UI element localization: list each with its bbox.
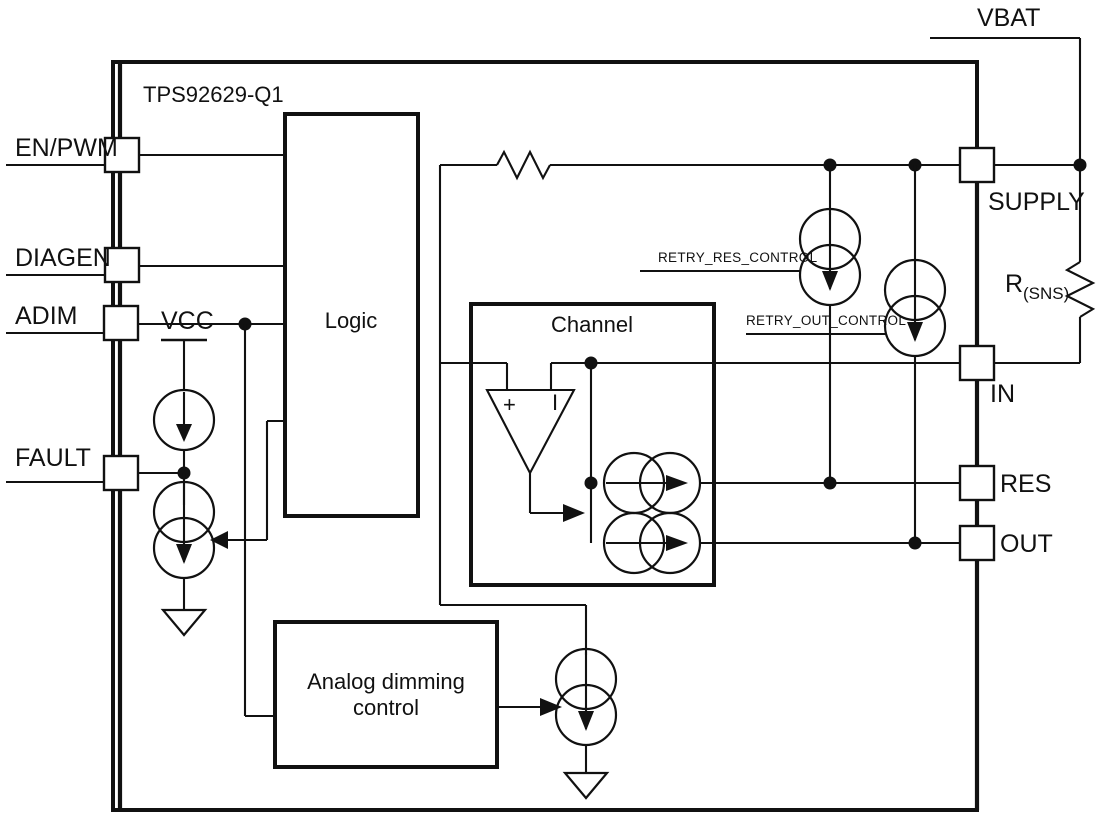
dimming-sink-arrow bbox=[578, 711, 594, 731]
pin-label-fault: FAULT bbox=[15, 444, 91, 472]
channel-block-label: Channel bbox=[551, 312, 633, 337]
dimming-output-arrow bbox=[540, 698, 562, 716]
res-mirror-arrow bbox=[666, 475, 688, 491]
pin-adim[interactable] bbox=[102, 304, 140, 342]
pin-label-supply: SUPPLY bbox=[988, 188, 1085, 216]
channel-mirror-node-dot bbox=[584, 476, 598, 490]
pin-label-en-pwm: EN/PWM bbox=[15, 134, 118, 162]
pin-in[interactable] bbox=[958, 344, 996, 382]
vcc-current-source-arrow bbox=[176, 424, 192, 442]
analog-dimming-label-line1: Analog dimming bbox=[307, 669, 465, 694]
opamp-minus-label: I bbox=[552, 390, 558, 415]
analog-dimming-label-line2: control bbox=[353, 695, 419, 720]
rail-label-vbat: VBAT bbox=[977, 4, 1040, 32]
fault-sink-arrow bbox=[176, 544, 192, 564]
opamp-triangle bbox=[485, 388, 576, 476]
pin-out[interactable] bbox=[958, 524, 996, 562]
pin-label-diagen: DIAGEN bbox=[15, 244, 111, 272]
ground-symbol-dimming bbox=[562, 771, 610, 800]
pin-res[interactable] bbox=[958, 464, 996, 502]
opamp-output-arrow bbox=[563, 504, 585, 522]
res-line-node-dot bbox=[823, 476, 837, 490]
logic-block bbox=[283, 112, 420, 518]
pin-label-adim: ADIM bbox=[15, 302, 78, 330]
pin-fault[interactable] bbox=[102, 454, 140, 492]
pin-label-out: OUT bbox=[1000, 530, 1053, 558]
pin-label-res: RES bbox=[1000, 470, 1051, 498]
logic-block-label: Logic bbox=[325, 308, 378, 333]
out-line-node-dot bbox=[908, 536, 922, 550]
retry-res-arrow bbox=[822, 271, 838, 291]
control-label-retry-out: RETRY_OUT_CONTROL bbox=[746, 313, 906, 328]
rsns-label-subscript: (SNS) bbox=[1023, 284, 1069, 303]
opamp-plus-label: + bbox=[503, 392, 516, 417]
retry-out-arrow bbox=[907, 322, 923, 342]
pin-label-in: IN bbox=[990, 380, 1015, 408]
logic-to-fault-ctrl-arrow bbox=[210, 531, 228, 549]
rail-label-vcc: VCC bbox=[161, 307, 214, 335]
device-title: TPS92629-Q1 bbox=[143, 82, 284, 107]
analog-dimming-block bbox=[273, 620, 499, 769]
rsns-resistor bbox=[1064, 261, 1096, 318]
pin-supply[interactable] bbox=[958, 146, 996, 184]
rsns-label: R bbox=[1005, 270, 1023, 298]
control-label-retry-res: RETRY_RES_CONTROL bbox=[658, 250, 818, 265]
ground-symbol-fault bbox=[160, 608, 208, 637]
out-mirror-arrow bbox=[666, 535, 688, 551]
series-resistor bbox=[496, 149, 551, 181]
